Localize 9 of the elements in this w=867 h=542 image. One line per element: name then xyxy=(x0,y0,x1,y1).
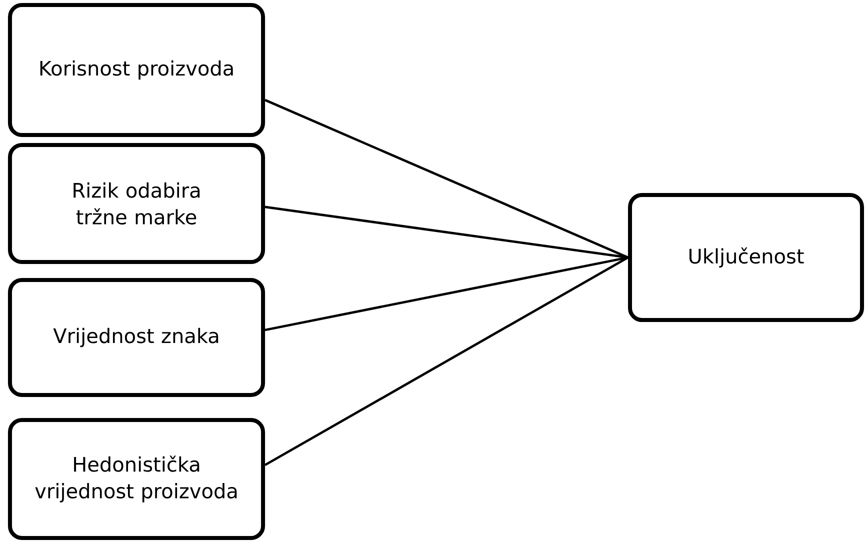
box: Korisnost proizvoda xyxy=(8,3,266,137)
box: Hedonistička vrijednost proizvoda xyxy=(8,418,266,540)
box: Uključenost xyxy=(628,192,864,322)
box: Rizik odabira tržne marke xyxy=(8,142,266,264)
connector-line xyxy=(264,256,629,466)
connector-line xyxy=(264,98,628,259)
connector-line xyxy=(264,256,628,332)
box: Vrijednost znaka xyxy=(8,278,266,397)
connector-line xyxy=(264,206,628,259)
